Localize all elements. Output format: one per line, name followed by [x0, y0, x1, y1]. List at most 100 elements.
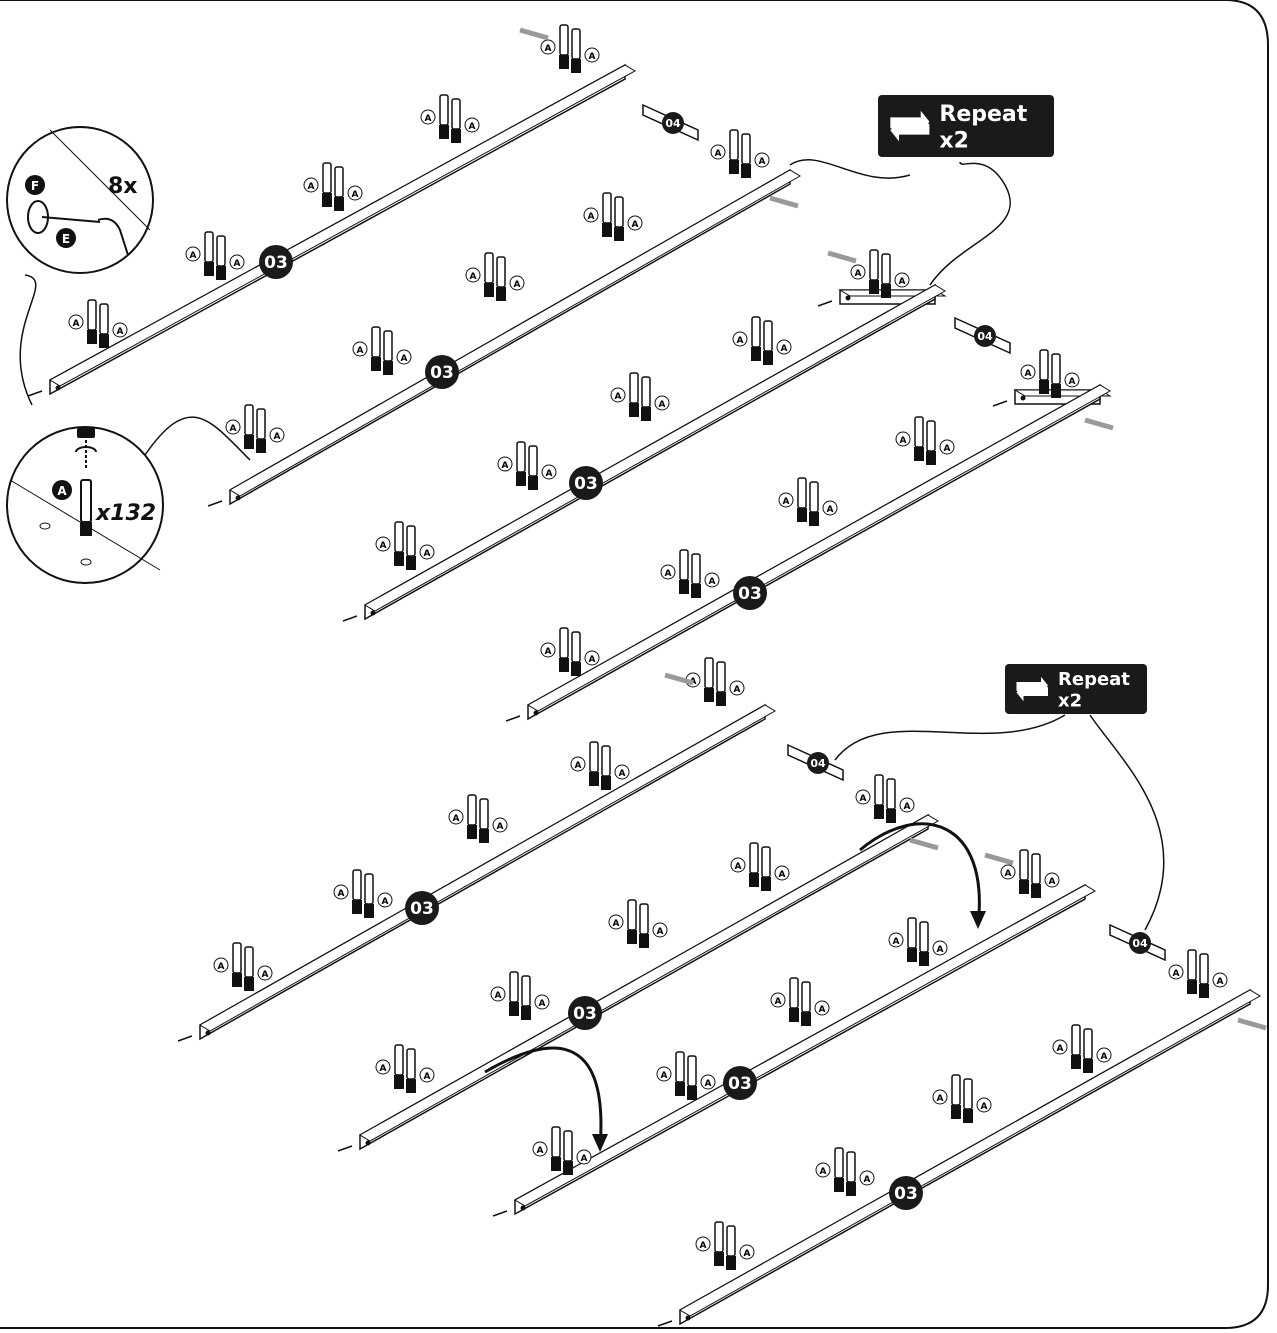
rail-part-tag: 03 — [889, 1176, 923, 1210]
svg-text:04: 04 — [810, 757, 826, 770]
svg-text:03: 03 — [738, 584, 762, 604]
peg-group: AA — [660, 549, 720, 598]
svg-text:A: A — [705, 1079, 712, 1089]
svg-text:A: A — [546, 469, 553, 479]
peg-label-badge: A — [704, 572, 720, 588]
fastener-detail-callout: F E 8x — [6, 126, 154, 274]
svg-text:03: 03 — [894, 1184, 918, 1204]
peg-label-badge: A — [888, 932, 904, 948]
peg-group: AA — [1020, 349, 1080, 398]
peg-label-badge: A — [776, 339, 792, 355]
peg-count: x132 — [95, 501, 156, 526]
svg-text:A: A — [700, 1241, 707, 1251]
svg-text:A: A — [1049, 877, 1056, 887]
svg-text:A: A — [357, 346, 364, 356]
leader-line — [144, 416, 251, 461]
svg-text:A: A — [274, 432, 281, 442]
rail-part-tag: 03 — [259, 245, 293, 279]
peg-group: AA — [352, 326, 412, 375]
peg-label-badge: A — [492, 817, 508, 833]
svg-text:A: A — [382, 897, 389, 907]
svg-text:A: A — [735, 862, 742, 872]
svg-text:A: A — [783, 497, 790, 507]
svg-text:04: 04 — [665, 117, 681, 130]
svg-text:A: A — [588, 212, 595, 222]
move-rail-arrow — [859, 822, 986, 929]
peg-label-badge: A — [656, 1066, 672, 1082]
peg-label-badge: A — [652, 922, 668, 938]
svg-text:A: A — [855, 269, 862, 279]
peg-group: AA — [695, 1221, 755, 1270]
svg-text:A: A — [545, 647, 552, 657]
rail: 03 — [177, 703, 776, 1042]
peg-label-badge: A — [894, 272, 910, 288]
svg-text:A: A — [893, 937, 900, 947]
tool-label: E — [62, 232, 70, 246]
svg-text:A: A — [581, 1154, 588, 1164]
svg-text:A: A — [619, 769, 626, 779]
svg-text:A: A — [73, 319, 80, 329]
svg-text:A: A — [380, 541, 387, 551]
peg-label-badge: A — [822, 500, 838, 516]
peg-label-badge: A — [584, 650, 600, 666]
peg-label-badge: A — [1096, 1047, 1112, 1063]
svg-text:A: A — [495, 991, 502, 1001]
insert-direction-arrow — [1237, 1017, 1267, 1031]
svg-text:A: A — [709, 577, 716, 587]
insert-direction-arrow — [519, 27, 549, 41]
peg-label-badge: A — [509, 275, 525, 291]
peg-label-badge: A — [895, 431, 911, 447]
svg-text:A: A — [899, 277, 906, 287]
peg-group: AA — [685, 657, 745, 706]
svg-text:A: A — [981, 1102, 988, 1112]
svg-text:A: A — [665, 569, 672, 579]
peg-group: AA — [732, 316, 792, 365]
peg-group: AA — [608, 899, 668, 948]
peg-label-badge: A — [213, 957, 229, 973]
peg-group: AA — [855, 774, 915, 823]
svg-text:A: A — [820, 1167, 827, 1177]
svg-text:A: A — [470, 272, 477, 282]
svg-text:A: A — [775, 997, 782, 1007]
peg-detail-callout: A x132 — [6, 426, 164, 584]
svg-text:A: A — [514, 280, 521, 290]
peg-label-badge: A — [540, 642, 556, 658]
svg-text:A: A — [575, 761, 582, 771]
peg-group: AA — [448, 794, 508, 843]
peg-group: AA — [333, 869, 393, 918]
svg-text:A: A — [632, 220, 639, 230]
svg-text:A: A — [424, 1072, 431, 1082]
svg-text:A: A — [613, 919, 620, 929]
peg-label-badge: A — [465, 267, 481, 283]
peg-group: AA — [888, 917, 948, 966]
peg-label-badge: A — [269, 427, 285, 443]
peg-label-badge: A — [583, 207, 599, 223]
rail-part-tag: 03 — [405, 891, 439, 925]
peg-group: AA — [815, 1147, 875, 1196]
move-rail-arrow — [484, 1046, 608, 1152]
leader-line — [929, 161, 1012, 286]
svg-text:03: 03 — [264, 253, 288, 273]
peg-label-badge: A — [695, 1236, 711, 1252]
peg-label-badge: A — [420, 109, 436, 125]
peg-label-badge: A — [532, 1141, 548, 1157]
peg-label-badge: A — [770, 992, 786, 1008]
peg-label: A — [57, 484, 67, 498]
peg-group: AA — [540, 24, 600, 73]
peg-group: AA — [185, 231, 245, 280]
rail: 03 — [492, 883, 1097, 1217]
leader-line — [1089, 714, 1165, 931]
svg-text:A: A — [308, 182, 315, 192]
peg-group: AA — [895, 416, 955, 465]
repeat-badge-count: x2 — [939, 129, 969, 154]
svg-text:A: A — [262, 970, 269, 980]
rail: 03 — [337, 813, 939, 1152]
rail-part-tag: 03 — [425, 355, 459, 389]
svg-text:A: A — [734, 685, 741, 695]
insert-direction-arrow — [984, 852, 1014, 866]
peg-group: AA — [420, 94, 480, 143]
repeat-badge-count: x2 — [1058, 691, 1082, 712]
